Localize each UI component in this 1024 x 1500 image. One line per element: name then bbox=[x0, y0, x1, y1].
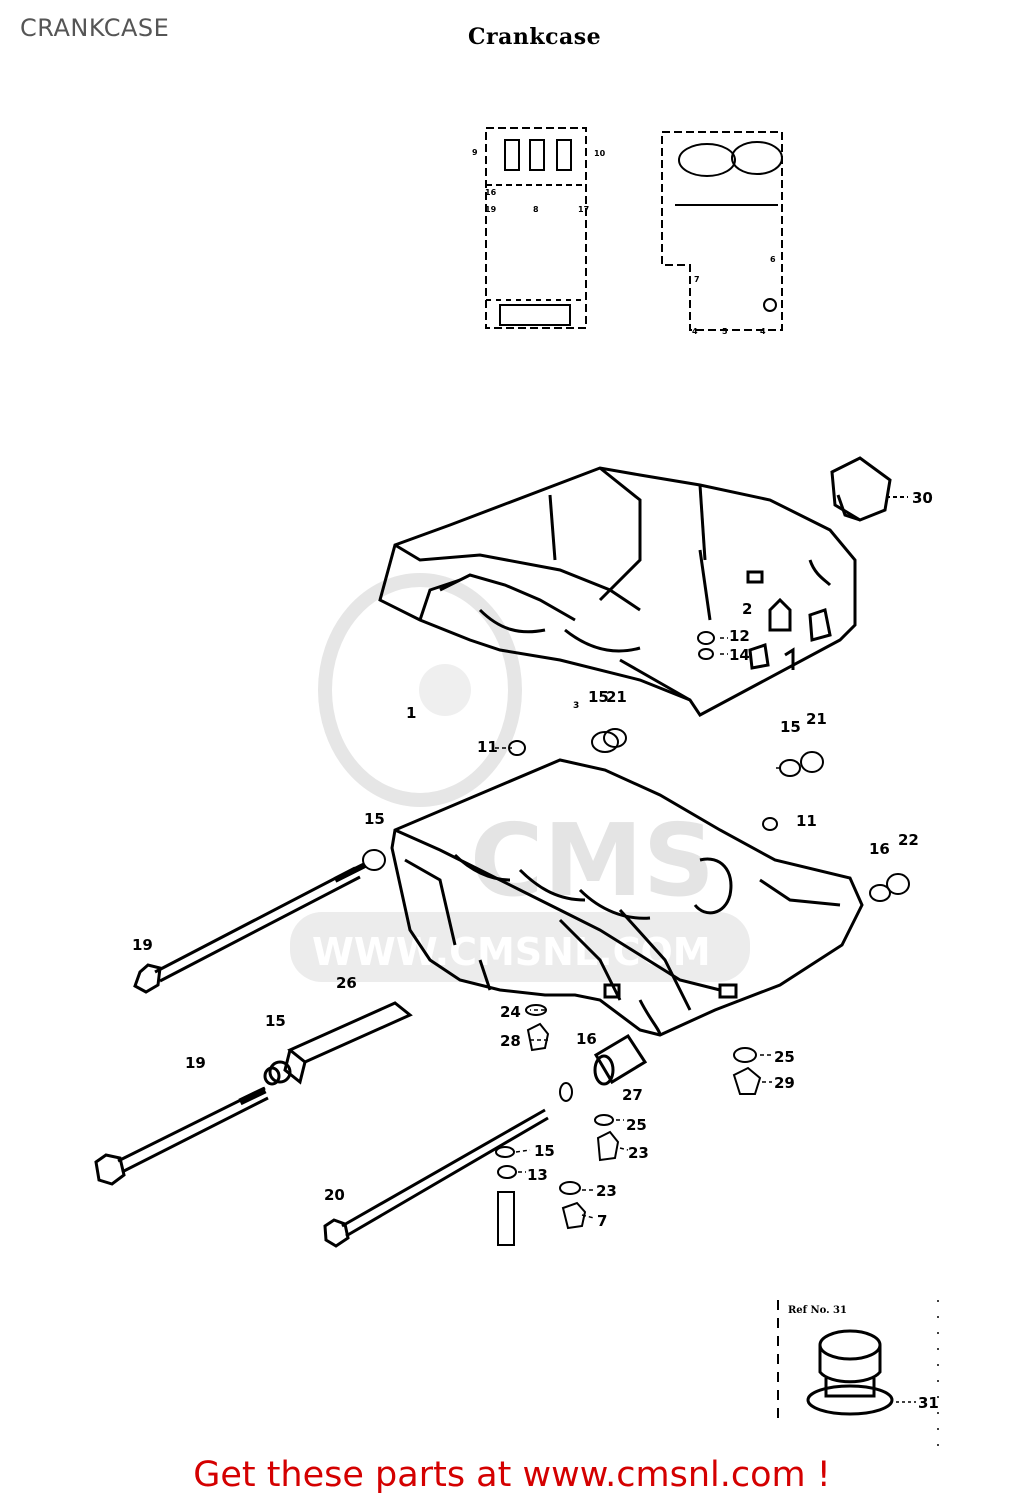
svg-text:16: 16 bbox=[485, 188, 497, 197]
part-callouts: 30 2 12 14 1 3 15 21 11 15 21 11 15 16 2… bbox=[132, 489, 933, 1230]
stud-26 bbox=[263, 1001, 413, 1086]
svg-text:17: 17 bbox=[578, 205, 589, 214]
key-diagram-right-labels: 4 5 4 6 7 bbox=[692, 255, 776, 336]
oil-filler-cap bbox=[830, 456, 892, 522]
callout-21-upper: 21 bbox=[606, 688, 627, 706]
svg-text:6: 6 bbox=[770, 255, 776, 264]
callout-31: 31 bbox=[918, 1394, 939, 1412]
bolt-20 bbox=[323, 1108, 549, 1248]
svg-text:7: 7 bbox=[694, 275, 700, 284]
callout-21-right: 21 bbox=[806, 710, 827, 728]
callout-19-lower: 19 bbox=[185, 1054, 206, 1072]
callout-2: 2 bbox=[742, 600, 752, 618]
key-diagram-left bbox=[485, 127, 587, 329]
callout-27: 27 bbox=[622, 1086, 643, 1104]
callout-25-center: 25 bbox=[626, 1116, 647, 1134]
callout-11-right: 11 bbox=[796, 812, 817, 830]
sleeve-27 bbox=[593, 1033, 648, 1086]
callout-11-left: 11 bbox=[477, 738, 498, 756]
callout-26: 26 bbox=[336, 974, 357, 992]
ref-31-inset: Ref No. 31 31 bbox=[777, 1300, 939, 1450]
ref-31-label: Ref No. 31 bbox=[788, 1305, 847, 1316]
upper-crankcase bbox=[378, 466, 857, 717]
callout-23-lower: 23 bbox=[596, 1182, 617, 1200]
long-bolt-19-lower bbox=[94, 1086, 269, 1186]
callout-24: 24 bbox=[500, 1003, 521, 1021]
callout-28: 28 bbox=[500, 1032, 521, 1050]
callout-15-stud: 15 bbox=[265, 1012, 286, 1030]
callout-13: 13 bbox=[527, 1166, 548, 1184]
key-diagram-left-labels: 9 10 19 8 17 16 bbox=[472, 148, 606, 214]
callout-25-right: 25 bbox=[774, 1048, 795, 1066]
callout-20: 20 bbox=[324, 1186, 345, 1204]
upper-fasteners bbox=[362, 631, 910, 902]
page-label: CRANKCASE bbox=[20, 14, 170, 42]
svg-text:4: 4 bbox=[760, 327, 766, 336]
callout-1: 1 bbox=[406, 704, 416, 722]
callout-30: 30 bbox=[912, 489, 933, 507]
callout-15-bolt: 15 bbox=[364, 810, 385, 828]
callout-15-lower: 15 bbox=[534, 1142, 555, 1160]
callout-15-right: 15 bbox=[780, 718, 801, 736]
svg-text:10: 10 bbox=[594, 149, 606, 158]
diagram-title: Crankcase bbox=[468, 24, 602, 50]
watermark-url: WWW.CMSNL.COM bbox=[312, 930, 711, 974]
callout-3: 3 bbox=[573, 701, 579, 711]
watermark: CMS WWW.CMSNL.COM bbox=[290, 573, 750, 982]
callout-15-upper: 15 bbox=[588, 688, 609, 706]
lower-crankcase bbox=[390, 758, 864, 1037]
cmsnl-promo-link[interactable]: Get these parts at www.cmsnl.com ! bbox=[193, 1455, 831, 1495]
leader-lines bbox=[495, 637, 780, 1219]
key-diagram-right bbox=[661, 131, 783, 331]
long-bolt-19-upper bbox=[133, 862, 367, 994]
callout-7: 7 bbox=[597, 1212, 607, 1230]
svg-text:19: 19 bbox=[485, 205, 497, 214]
callout-12: 12 bbox=[729, 627, 750, 645]
callout-22: 22 bbox=[898, 831, 919, 849]
svg-text:4: 4 bbox=[692, 327, 698, 336]
svg-text:9: 9 bbox=[472, 148, 478, 157]
callout-23-center: 23 bbox=[628, 1144, 649, 1162]
callout-16-center: 16 bbox=[576, 1030, 597, 1048]
svg-text:5: 5 bbox=[722, 327, 728, 336]
callout-29: 29 bbox=[774, 1074, 795, 1092]
svg-text:8: 8 bbox=[533, 205, 539, 214]
callout-14: 14 bbox=[729, 646, 750, 664]
small-fittings bbox=[495, 1004, 762, 1246]
callout-16-right: 16 bbox=[869, 840, 890, 858]
callout-19-upper: 19 bbox=[132, 936, 153, 954]
